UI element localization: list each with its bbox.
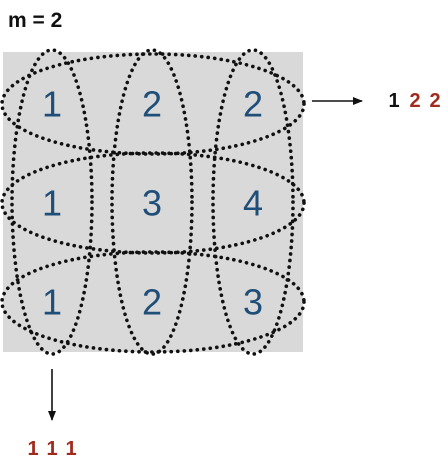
column-ring	[211, 48, 295, 356]
grid-cell: 1	[42, 282, 62, 323]
right-output-value: 1	[388, 90, 399, 112]
grid-cell: 3	[142, 183, 162, 224]
grid-cell: 2	[142, 282, 162, 323]
grid-cells: 1 2 2 1 3 4 1 2 3	[42, 84, 263, 323]
row-ring	[0, 151, 306, 255]
bottom-output-value: 1	[27, 438, 38, 460]
dotted-rings	[0, 48, 306, 356]
grid-cell: 1	[42, 84, 62, 125]
grid-background	[3, 52, 303, 352]
column-ring	[110, 48, 194, 356]
grid-cell: 4	[243, 183, 263, 224]
row-ring	[0, 250, 306, 354]
column-ring	[10, 48, 94, 356]
bottom-output-value: 1	[65, 438, 76, 460]
right-output-value: 2	[429, 90, 440, 112]
grid-cell: 2	[243, 84, 263, 125]
title-label: m = 2	[8, 9, 62, 32]
grid-cell: 1	[42, 183, 62, 224]
right-output-value: 2	[409, 90, 420, 112]
row-ring	[0, 52, 306, 156]
bottom-output-value: 1	[46, 438, 57, 460]
grid-cell: 2	[142, 84, 162, 125]
grid-cell: 3	[243, 282, 263, 323]
